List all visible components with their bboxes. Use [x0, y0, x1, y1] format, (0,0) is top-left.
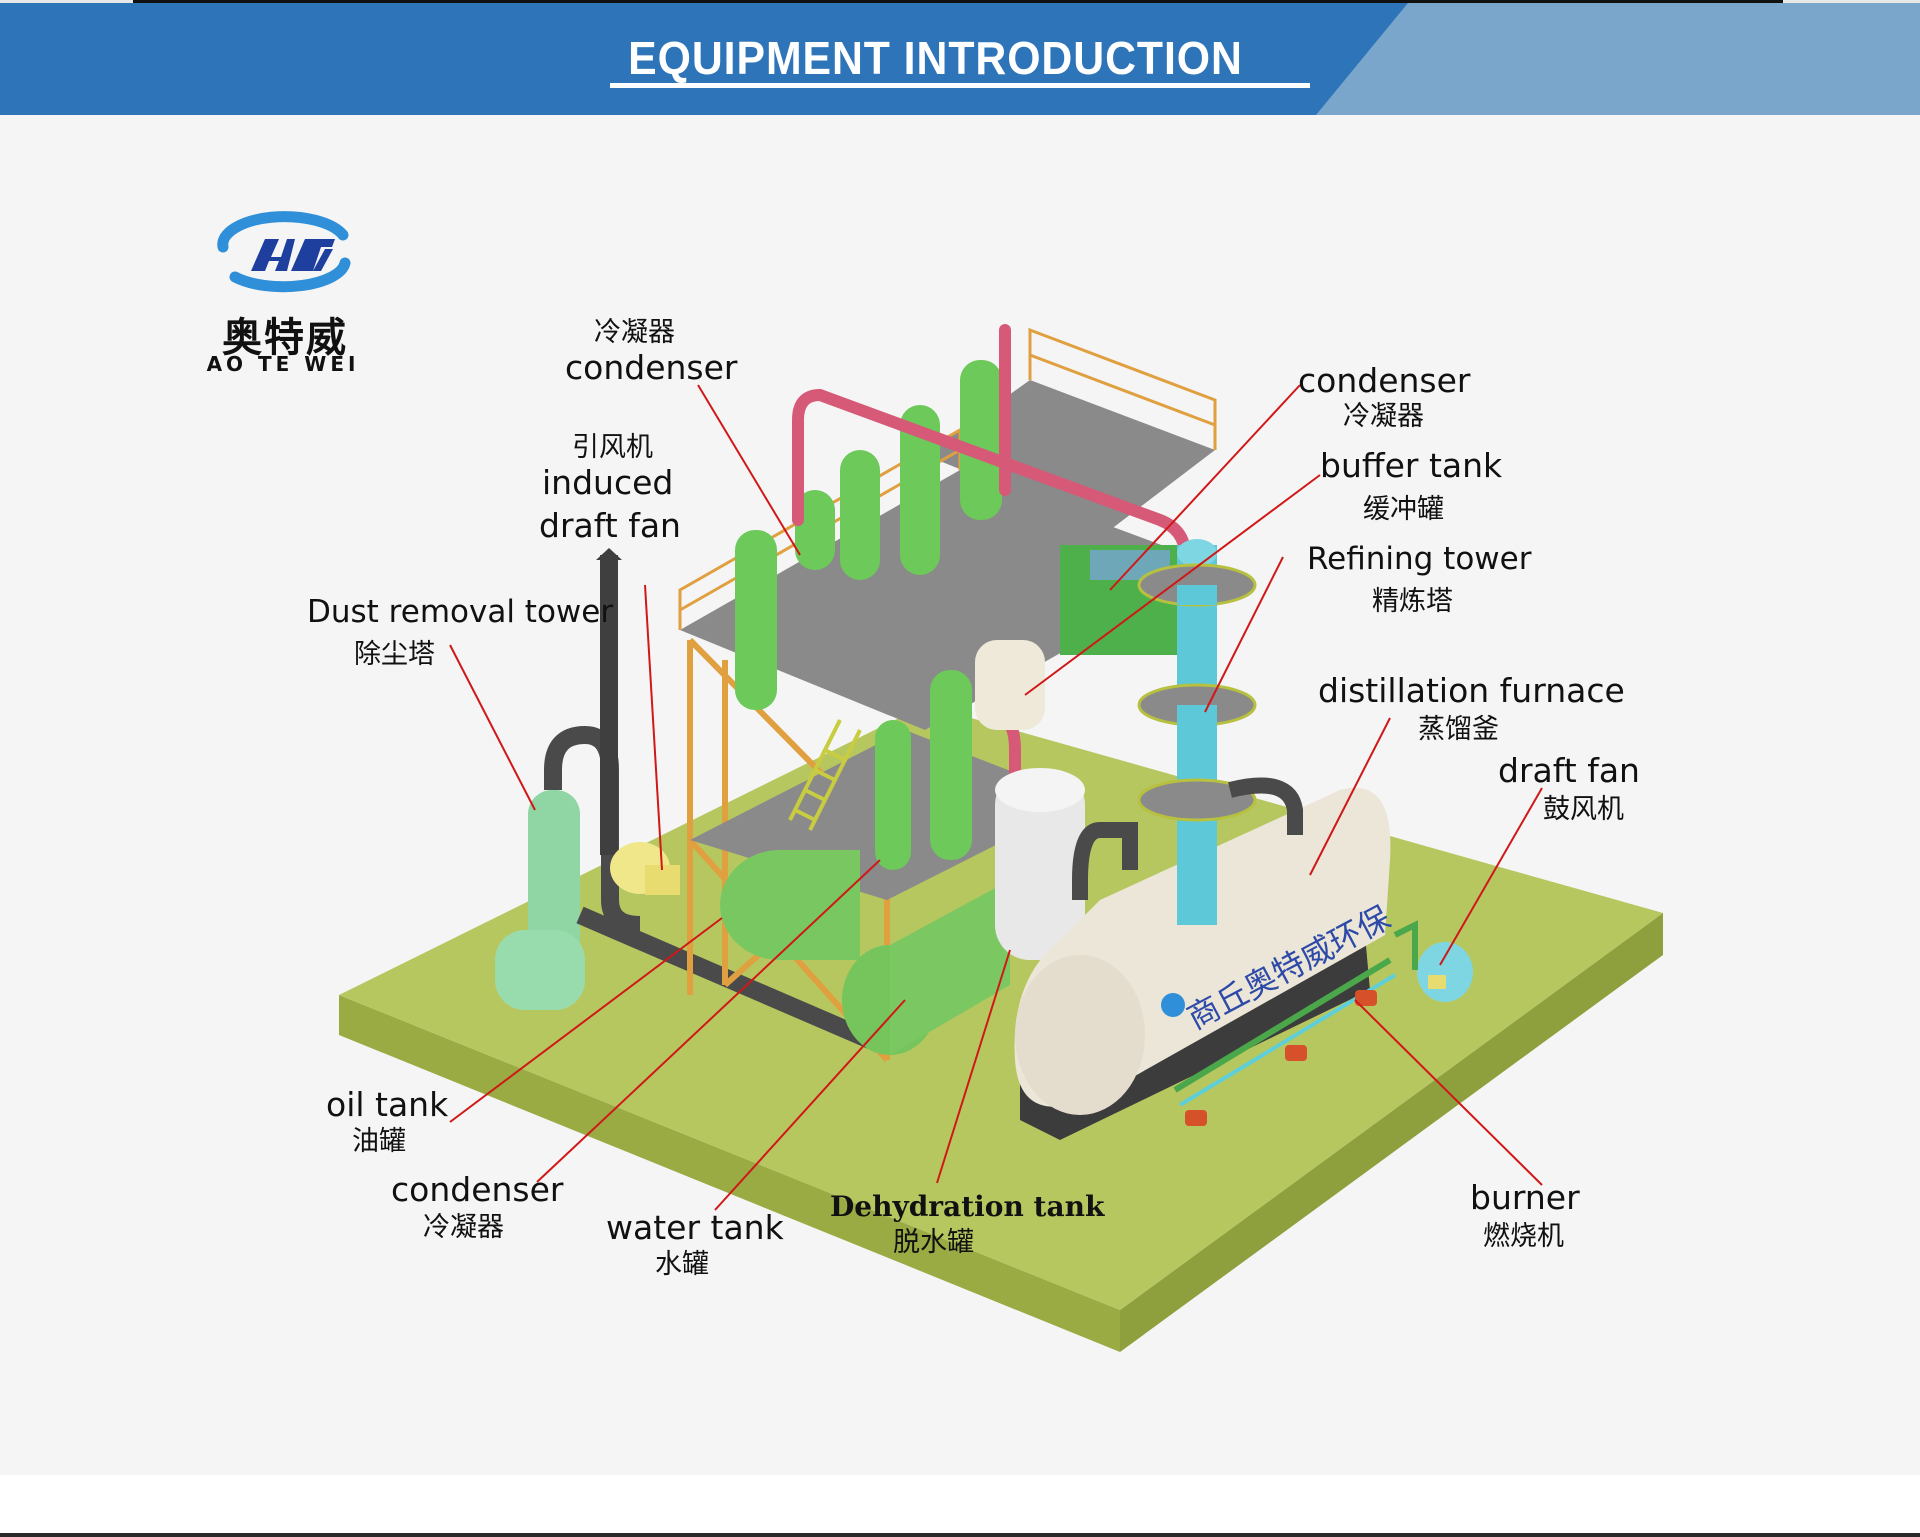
buffer-tank [975, 640, 1045, 730]
label-condenser-bottom-en: condenser [391, 1170, 564, 1209]
logo-name-cn: 奥特威 [222, 315, 348, 361]
leader-oil-tank [449, 917, 723, 1123]
leader-lines [449, 384, 1543, 1211]
leader-condenser-right [1109, 384, 1301, 591]
draft-fan [1393, 920, 1473, 1002]
label-burner-en: burner [1470, 1178, 1580, 1217]
label-dust-removal-tower-en: Dust removal tower [307, 594, 614, 630]
leader-dehydration-tank [936, 949, 1011, 1184]
label-dust-removal-tower-cn: 除尘塔 [354, 639, 435, 670]
upper-deck [680, 470, 1215, 730]
leader-water-tank [714, 999, 906, 1211]
label-condenser-right-cn: 冷凝器 [1343, 401, 1424, 432]
leader-condenser-bottom [536, 859, 881, 1183]
label-distillation-furnace-cn: 蒸馏釜 [1418, 714, 1499, 745]
label-dehydration-tank-cn: 脱水罐 [893, 1227, 974, 1258]
label-oil-tank-en: oil tank [326, 1085, 449, 1124]
furnace-logo-icon [1161, 993, 1185, 1017]
label-buffer-tank-cn: 缓冲罐 [1363, 494, 1444, 525]
water-tank [842, 880, 1010, 1055]
condenser-columns [735, 360, 1002, 870]
label-condenser-top-en: condenser [565, 348, 738, 387]
bottom-strip [0, 1475, 1920, 1533]
dehydration-pipe [1072, 822, 1138, 900]
label-water-tank-cn: 水罐 [655, 1249, 709, 1280]
title-underline [610, 83, 1310, 88]
leader-burner [1354, 999, 1543, 1186]
label-induced-draft-fan-en1: induced [542, 463, 674, 502]
header-banner: EQUIPMENT INTRODUCTION [0, 3, 1920, 115]
oil-tank [720, 850, 860, 960]
ladder [788, 719, 862, 831]
label-draft-fan-en: draft fan [1498, 751, 1640, 790]
leader-buffer-tank [1024, 474, 1321, 696]
burner-units [1185, 990, 1377, 1126]
furnace-outlet-pipe [1228, 777, 1303, 835]
page-title: EQUIPMENT INTRODUCTION [628, 32, 1243, 84]
label-refining-tower-en: Refining tower [1307, 541, 1532, 577]
label-water-tank-en: water tank [606, 1208, 784, 1247]
label-distillation-furnace-en: distillation furnace [1318, 671, 1625, 710]
induced-draft-fan [596, 548, 680, 895]
label-condenser-bottom-cn: 冷凝器 [423, 1212, 504, 1243]
label-induced-draft-fan-en2: draft fan [539, 506, 681, 545]
leader-condenser-top [697, 384, 801, 556]
top-dark-bar [133, 0, 1783, 3]
company-logo-icon [217, 211, 351, 293]
leader-distillation-furnace [1309, 717, 1391, 876]
refining-tower [1137, 539, 1257, 925]
leader-dust-removal-tower [449, 644, 536, 811]
label-burner-cn: 燃烧机 [1483, 1221, 1564, 1252]
dehydration-tank [995, 768, 1085, 960]
leader-refining-tower [1204, 556, 1284, 713]
top-strip [0, 0, 1920, 3]
label-induced-draft-fan-cn: 引风机 [572, 432, 653, 463]
label-draft-fan-cn: 鼓风机 [1543, 794, 1624, 825]
logo-name-en: AO TE WEI [206, 352, 360, 376]
distillation-furnace: 商丘奥特威环保 [1014, 787, 1397, 1140]
leader-draft-fan [1439, 787, 1543, 966]
label-dehydration-tank-en: Dehydration tank [830, 1190, 1105, 1223]
label-oil-tank-cn: 油罐 [352, 1126, 406, 1157]
label-refining-tower-cn: 精炼塔 [1372, 586, 1453, 617]
label-buffer-tank-en: buffer tank [1320, 446, 1503, 485]
bottom-line [0, 1533, 1920, 1537]
banner-slant-decoration [1316, 3, 1920, 115]
leader-induced-draft-fan [644, 584, 663, 871]
label-condenser-top-cn: 冷凝器 [594, 317, 675, 348]
label-condenser-right-en: condenser [1298, 361, 1471, 400]
